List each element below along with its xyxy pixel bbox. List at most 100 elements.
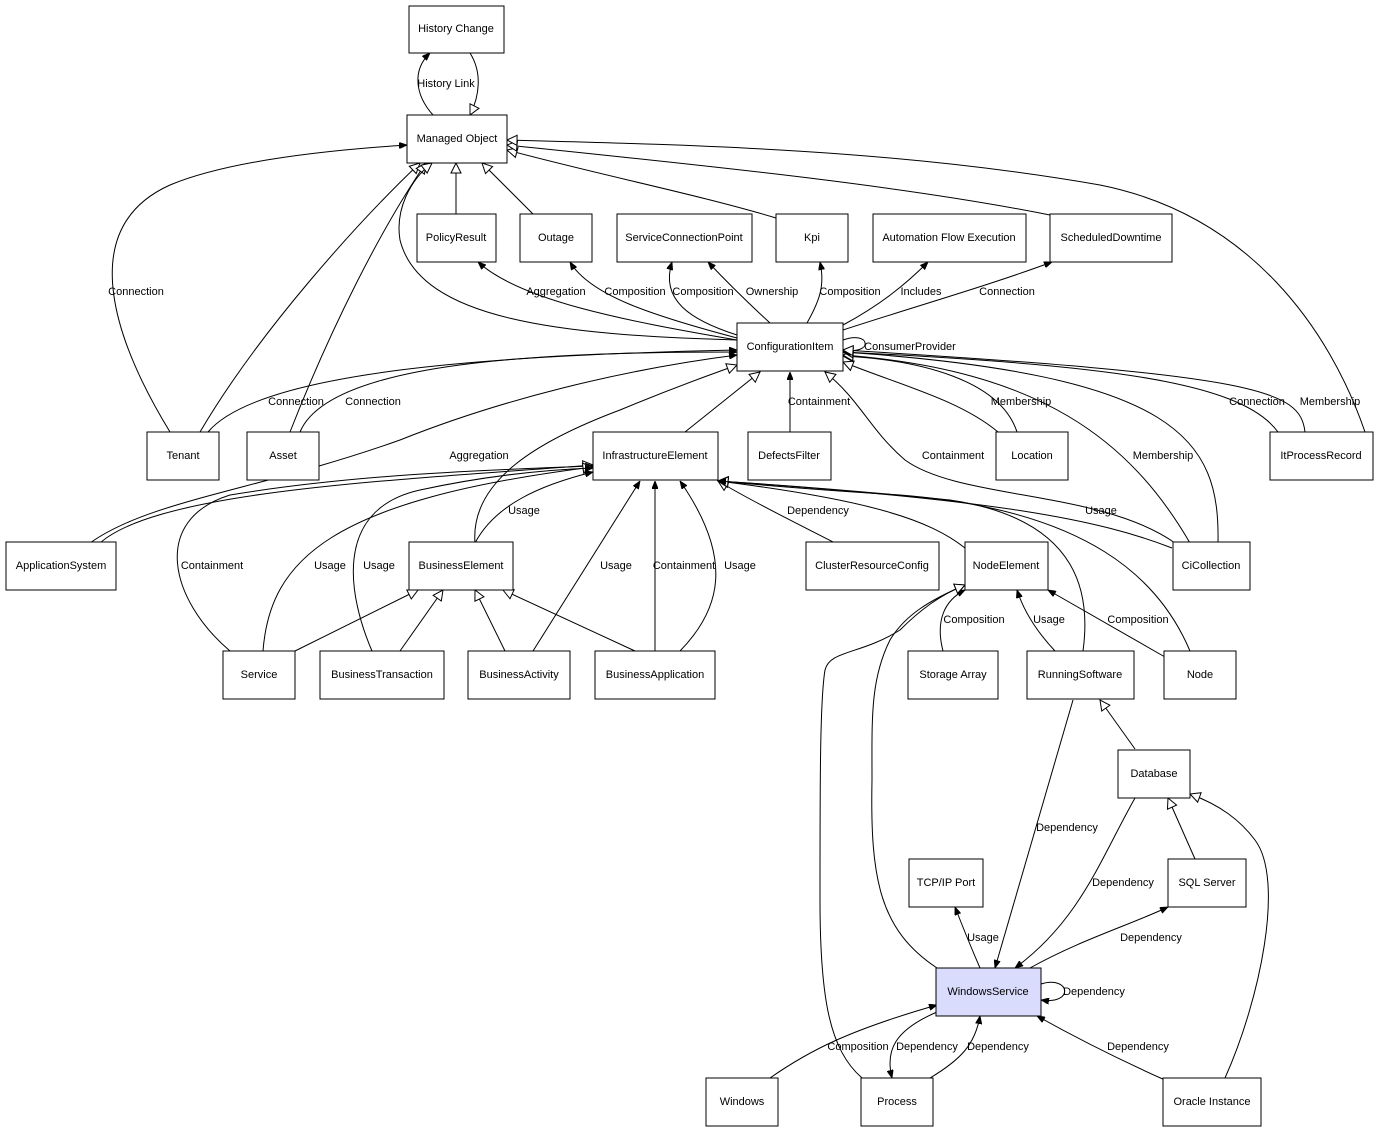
edge-ws-ne (871, 585, 965, 969)
edge-kpi-mo (507, 150, 777, 219)
edge-sd-mo (507, 145, 1051, 216)
node-automation-flow-execution[interactable]: Automation Flow Execution (872, 213, 1027, 263)
node-label: Asset (269, 450, 297, 462)
node-node-element[interactable]: NodeElement (964, 541, 1049, 591)
node-tenant[interactable]: Tenant (146, 431, 220, 481)
node-label: Service (241, 669, 278, 681)
node-history-change[interactable]: History Change (408, 5, 505, 54)
node-business-activity[interactable]: BusinessActivity (467, 650, 571, 700)
edge-label: Usage (600, 560, 632, 572)
node-label: Automation Flow Execution (882, 232, 1015, 244)
edge-label: Connection (345, 396, 401, 408)
node-business-application[interactable]: BusinessApplication (594, 650, 716, 700)
node-label: Storage Array (919, 669, 987, 681)
edge-itprocess-mo (507, 140, 1366, 433)
node-policy-result[interactable]: PolicyResult (416, 213, 497, 263)
node-outage[interactable]: Outage (519, 213, 593, 263)
edge-label: Aggregation (526, 286, 585, 298)
node-service-connection-point[interactable]: ServiceConnectionPoint (616, 213, 753, 263)
node-configuration-item[interactable]: ConfigurationItem (736, 322, 844, 372)
node-it-process-record[interactable]: ItProcessRecord (1269, 431, 1374, 481)
node-windows-service[interactable]: WindowsService (935, 967, 1042, 1017)
edge-db-ws (1015, 797, 1136, 968)
edge-ci-self (843, 337, 866, 351)
edge-node-ne (1048, 590, 1166, 658)
edge-bapp-ie-usage (680, 481, 717, 652)
node-label: BusinessApplication (606, 669, 704, 681)
node-label: PolicyResult (426, 232, 487, 244)
node-managed-object[interactable]: Managed Object (406, 114, 508, 164)
edge-label: Composition (1107, 614, 1168, 626)
edge-label: Dependency (1036, 822, 1098, 834)
edge-asset-mo (289, 163, 426, 433)
edge-appsystem-ci (89, 355, 737, 544)
node-label: DefectsFilter (758, 450, 820, 462)
node-service[interactable]: Service (222, 650, 296, 700)
edge-label: Membership (1133, 450, 1194, 462)
node-asset[interactable]: Asset (246, 431, 320, 481)
edge-history-link (417, 53, 434, 116)
node-business-element[interactable]: BusinessElement (408, 541, 514, 591)
edge-location-ci (843, 362, 999, 433)
node-label: RunningSoftware (1038, 669, 1122, 681)
edge-ci-afe (842, 262, 928, 326)
node-kpi[interactable]: Kpi (775, 213, 849, 263)
edge-label: Ownership (746, 286, 799, 298)
edge-label: Connection (1229, 396, 1285, 408)
node-label: TCP/IP Port (917, 877, 975, 889)
edge-history-generalization (470, 52, 478, 115)
node-label: Process (877, 1096, 917, 1108)
edge-label: Containment (653, 560, 715, 572)
node-running-software[interactable]: RunningSoftware (1026, 650, 1135, 700)
node-location[interactable]: Location (995, 431, 1069, 481)
node-windows[interactable]: Windows (705, 1077, 779, 1127)
edge-label: Containment (922, 450, 984, 462)
edge-label: Usage (363, 560, 395, 572)
edge-label: Composition (672, 286, 733, 298)
edge-sqlserver-db (1168, 798, 1196, 860)
edge-label: Composition (604, 286, 665, 298)
edge-tenant-mo (199, 163, 420, 433)
node-label: Location (1011, 450, 1053, 462)
node-process[interactable]: Process (860, 1077, 934, 1127)
node-label: ScheduledDowntime (1061, 232, 1162, 244)
node-application-system[interactable]: ApplicationSystem (5, 541, 117, 591)
node-label: Kpi (804, 232, 820, 244)
edge-database-rs (1100, 700, 1136, 750)
edge-ba-be (475, 590, 506, 652)
node-label: BusinessElement (419, 560, 504, 572)
nodes: History Change Managed Object PolicyResu… (5, 5, 1374, 1127)
node-ci-collection[interactable]: CiCollection (1172, 541, 1251, 591)
edge-ws-tcpip (955, 907, 981, 969)
node-label: Windows (720, 1096, 765, 1108)
node-label: Node (1187, 669, 1213, 681)
edge-ci-mo (398, 163, 738, 341)
edge-service-be (294, 590, 418, 652)
edge-label: Connection (268, 396, 324, 408)
node-cluster-resource-config[interactable]: ClusterResourceConfig (805, 541, 940, 591)
edge-bt-be (399, 590, 443, 652)
node-business-transaction[interactable]: BusinessTransaction (319, 650, 445, 700)
edge-be-ci (474, 365, 737, 544)
node-infrastructure-element[interactable]: InfrastructureElement (592, 431, 719, 481)
edge-process-ne (819, 585, 965, 1079)
node-tcpip-port[interactable]: TCP/IP Port (908, 858, 984, 908)
node-scheduled-downtime[interactable]: ScheduledDowntime (1049, 213, 1173, 263)
edge-cicollection-ci-contain (825, 372, 1176, 544)
node-sql-server[interactable]: SQL Server (1167, 858, 1247, 908)
edge-ie-ci (684, 372, 760, 433)
node-node[interactable]: Node (1163, 650, 1237, 700)
edge-itprocess-ci-connection (843, 352, 1279, 433)
edge-label: Composition (827, 1041, 888, 1053)
node-oracle-instance[interactable]: Oracle Instance (1162, 1077, 1262, 1127)
edge-label: Usage (724, 560, 756, 572)
node-defects-filter[interactable]: DefectsFilter (747, 431, 832, 481)
node-storage-array[interactable]: Storage Array (907, 650, 999, 700)
edge-label: Containment (181, 560, 243, 572)
edge-label: Containment (788, 396, 850, 408)
edge-label: Usage (1033, 614, 1065, 626)
node-database[interactable]: Database (1117, 749, 1191, 799)
edge-location-ci-2 (843, 356, 1018, 433)
node-label: ServiceConnectionPoint (625, 232, 742, 244)
